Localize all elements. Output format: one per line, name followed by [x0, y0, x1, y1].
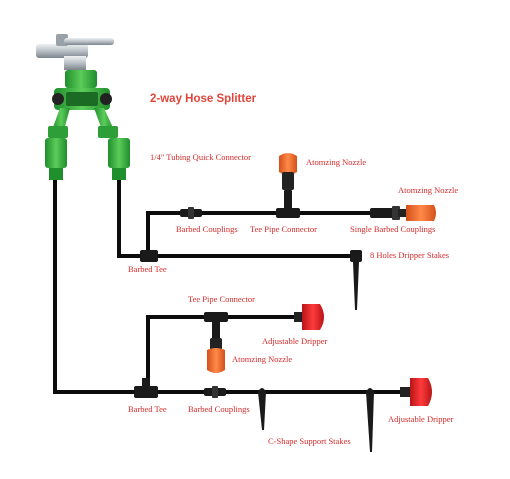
faucet	[36, 34, 114, 70]
adjustable-dripper-bottom	[400, 378, 432, 406]
label-atomizing-nozzle-right: Atomzing Nozzle	[398, 185, 458, 195]
label-barbed-couplings-top: Barbed Couplings	[176, 224, 238, 234]
adjustable-dripper-mid	[294, 304, 324, 330]
tee-pipe-connector-mid	[204, 312, 228, 340]
quick-connector-right	[108, 138, 130, 180]
label-barbed-tee-upper: Barbed Tee	[128, 264, 167, 274]
barbed-coupling-bottom	[204, 386, 226, 398]
c-shape-stake-left	[258, 388, 266, 430]
label-tee-pipe-connector-top: Tee Pipe Connector	[250, 224, 317, 234]
label-single-barbed-couplings: Single Barbed Couplings	[350, 224, 435, 234]
label-barbed-couplings-bottom: Barbed Couplings	[188, 404, 250, 414]
label-atomizing-nozzle-top: Atomzing Nozzle	[306, 157, 366, 167]
tee-pipe-connector-top	[276, 190, 300, 218]
label-tee-pipe-connector-mid: Tee Pipe Connector	[188, 294, 255, 304]
quick-connector-left	[45, 138, 67, 180]
single-barbed-coupling	[370, 206, 400, 220]
barbed-coupling-top	[180, 207, 202, 219]
dripper-stake	[350, 250, 362, 310]
barbed-tee-upper	[140, 250, 158, 262]
label-adjustable-dripper-mid: Adjustable Dripper	[262, 336, 328, 346]
atomizing-nozzle-top	[279, 153, 297, 190]
hose-splitter	[48, 70, 118, 138]
atomizing-nozzle-mid	[207, 338, 225, 373]
atomizing-nozzle-right	[398, 205, 436, 221]
label-holes-dripper-stakes: 8 Holes Dripper Stakes	[370, 250, 449, 260]
tubing	[53, 180, 400, 394]
label-c-shape-support-stakes: C-Shape Support Stakes	[268, 436, 351, 446]
c-shape-stake-right	[366, 388, 374, 452]
barbed-tee-lower	[134, 378, 158, 398]
label-barbed-tee-lower: Barbed Tee	[128, 404, 167, 414]
label-quick-connector: 1/4" Tubing Quick Connector	[150, 152, 251, 162]
label-adjustable-dripper-bottom: Adjustable Dripper	[388, 414, 454, 424]
label-atomizing-nozzle-mid: Atomzing Nozzle	[232, 354, 292, 364]
label-splitter: 2-way Hose Splitter	[150, 93, 257, 105]
